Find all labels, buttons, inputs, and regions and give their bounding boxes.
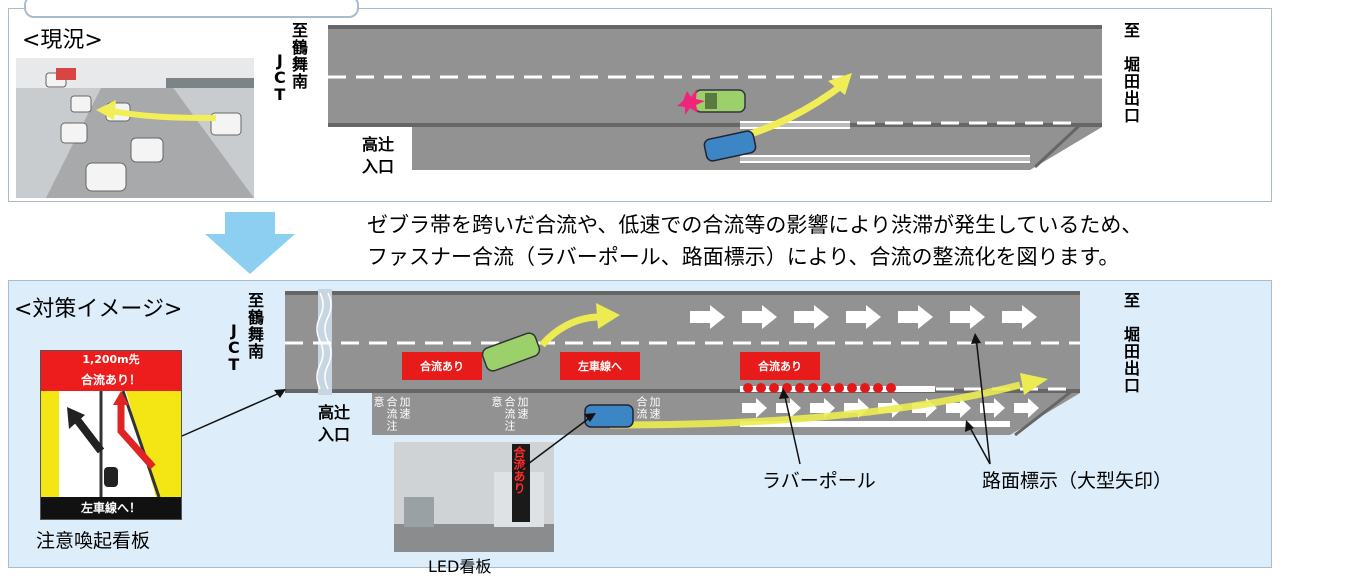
blue-car (703, 130, 757, 162)
countermeasure-heading: <対策イメージ> (14, 297, 183, 322)
caption-led-board: LED看板 (428, 557, 492, 576)
explanation-line-1: ゼブラ帯を跨いだ合流や、低速での合流等の影響により渋滞が発生しているため、 (367, 213, 1143, 237)
current-photo (16, 58, 254, 198)
sign-line1: 合流あり！ (41, 369, 181, 391)
bottom-ramp-label: 高辻 入口 (318, 403, 351, 444)
top-from-sub: J C T (274, 51, 286, 104)
panel-tab (24, 0, 359, 18)
bottom-from-label: 至 鶴 舞 南 (248, 291, 265, 361)
down-arrow (205, 212, 295, 274)
sign-diagram (41, 391, 181, 497)
sign-distance: 1,200m先 (41, 351, 181, 369)
top-from-label: 至 鶴 舞 南 (292, 21, 309, 91)
marking-tag-2: 左車線へ (560, 352, 640, 380)
blue-car (584, 404, 634, 428)
bottom-from-sub: J C T (228, 321, 240, 374)
marking-tag-3: 合流あり (740, 352, 820, 380)
road-text-2: 加速 合流注意 (490, 396, 529, 432)
road-text-1: 加速 合流注意 (372, 396, 411, 432)
green-car (694, 89, 746, 113)
green-car (481, 332, 541, 372)
road-text-3: 加速 合流 (635, 396, 661, 420)
bottom-to-label: 至 堀 田 出 口 (1124, 291, 1141, 395)
explanation-line-2: ファスナー合流（ラバーポール、路面標示）により、合流の整流化を図ります。 (367, 245, 1120, 269)
caution-sign: 1,200m先 合流あり！ 左車線へ！ (40, 350, 182, 520)
caption-road-marking: 路面標示（大型矢印） (982, 470, 1173, 492)
top-to-label: 至 堀 田 出 口 (1124, 21, 1141, 125)
caption-rubber-pole: ラバーポール (762, 470, 876, 492)
sign-bottom: 左車線へ！ (41, 497, 181, 519)
large-arrows-main (690, 305, 1037, 329)
led-board-photo (394, 442, 554, 552)
marking-tag-1: 合流あり (402, 352, 482, 380)
caption-caution-board: 注意喚起看板 (36, 530, 151, 552)
led-board-text: 合流あり (512, 446, 526, 494)
current-road-diagram (328, 25, 1102, 170)
top-ramp-label: 高辻 入口 (362, 135, 395, 176)
current-heading: <現況> (22, 28, 103, 53)
